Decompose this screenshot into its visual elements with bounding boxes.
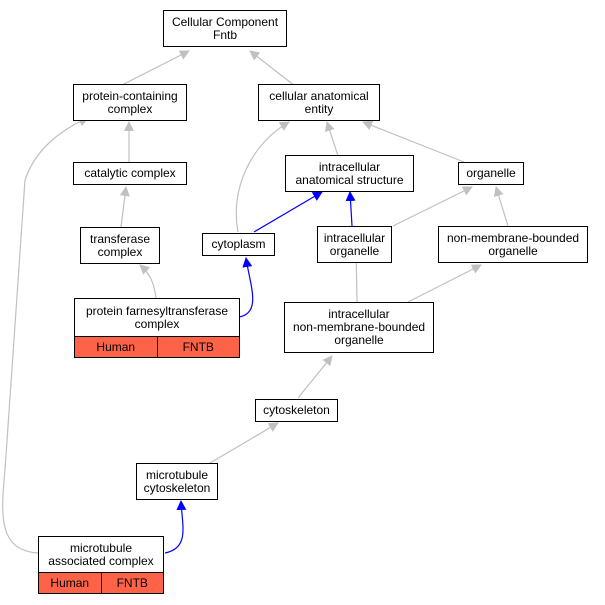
edge-transferase-to-catalytic <box>119 186 130 228</box>
gene-cell[interactable]: FNTB <box>156 337 239 357</box>
edge-cytoskeleton-to-intracellular-nmbo <box>297 355 333 399</box>
edge-ias-to-cae <box>325 121 339 157</box>
annotation-row: Human FNTB <box>39 572 163 593</box>
edge-ppc-to-root <box>119 50 190 87</box>
node-cellular-component[interactable]: Cellular Component Fntb <box>163 10 287 47</box>
node-non-membrane-bounded-organelle[interactable]: non-membrane-bounded organelle <box>438 226 588 263</box>
node-protein-containing-complex[interactable]: protein-containing complex <box>73 84 187 121</box>
node-microtubule-associated-complex[interactable]: microtubule associated complex Human FNT… <box>38 536 164 594</box>
edge-cytoplasm-part-of-ias <box>253 191 323 233</box>
node-intracellular-organelle[interactable]: intracellular organelle <box>317 226 392 263</box>
node-intracellular-anatomical-structure[interactable]: intracellular anatomical structure <box>285 155 414 192</box>
node-cytoskeleton[interactable]: cytoskeleton <box>255 399 338 422</box>
edge-intracellular-organelle-to-organelle <box>392 186 473 227</box>
edge-mac-to-ppc <box>2 116 89 554</box>
node-title: microtubule associated complex <box>48 540 154 568</box>
edge-cytoplasm-to-cae <box>235 121 290 233</box>
node-cellular-anatomical-entity[interactable]: cellular anatomical entity <box>258 84 380 121</box>
node-cytoplasm[interactable]: cytoplasm <box>202 233 275 256</box>
edge-pft-part-of-cytoplasm <box>238 257 254 318</box>
node-organelle[interactable]: organelle <box>458 162 524 185</box>
species-cell[interactable]: Human <box>75 337 157 357</box>
node-catalytic-complex[interactable]: catalytic complex <box>73 162 187 185</box>
edge-cae-to-root <box>249 50 296 87</box>
node-intracellular-non-membrane-bounded-organelle[interactable]: intracellular non-membrane-bounded organ… <box>284 302 434 353</box>
edge-pft-to-transferase <box>139 264 157 299</box>
edge-intracellular-organelle-part-of-ias <box>345 191 356 227</box>
edge-intracellular-nmbo-to-nmbo <box>407 264 482 303</box>
edge-mac-part-of-mt-cytoskeleton <box>164 500 187 554</box>
edge-mt-cytoskeleton-to-cytoskeleton <box>209 422 279 464</box>
edge-nmbo-to-organelle <box>493 186 509 227</box>
node-title: protein farnesyltransferase complex <box>85 303 229 331</box>
node-microtubule-cytoskeleton[interactable]: microtubule cytoskeleton <box>136 463 218 500</box>
node-protein-farnesyltransferase-complex[interactable]: protein farnesyltransferase complex Huma… <box>74 298 240 358</box>
gene-cell[interactable]: FNTB <box>100 573 163 593</box>
species-cell[interactable]: Human <box>39 573 101 593</box>
annotation-row: Human FNTB <box>75 336 239 357</box>
edge-organelle-to-cae <box>362 120 465 163</box>
node-transferase-complex[interactable]: transferase complex <box>80 227 160 264</box>
